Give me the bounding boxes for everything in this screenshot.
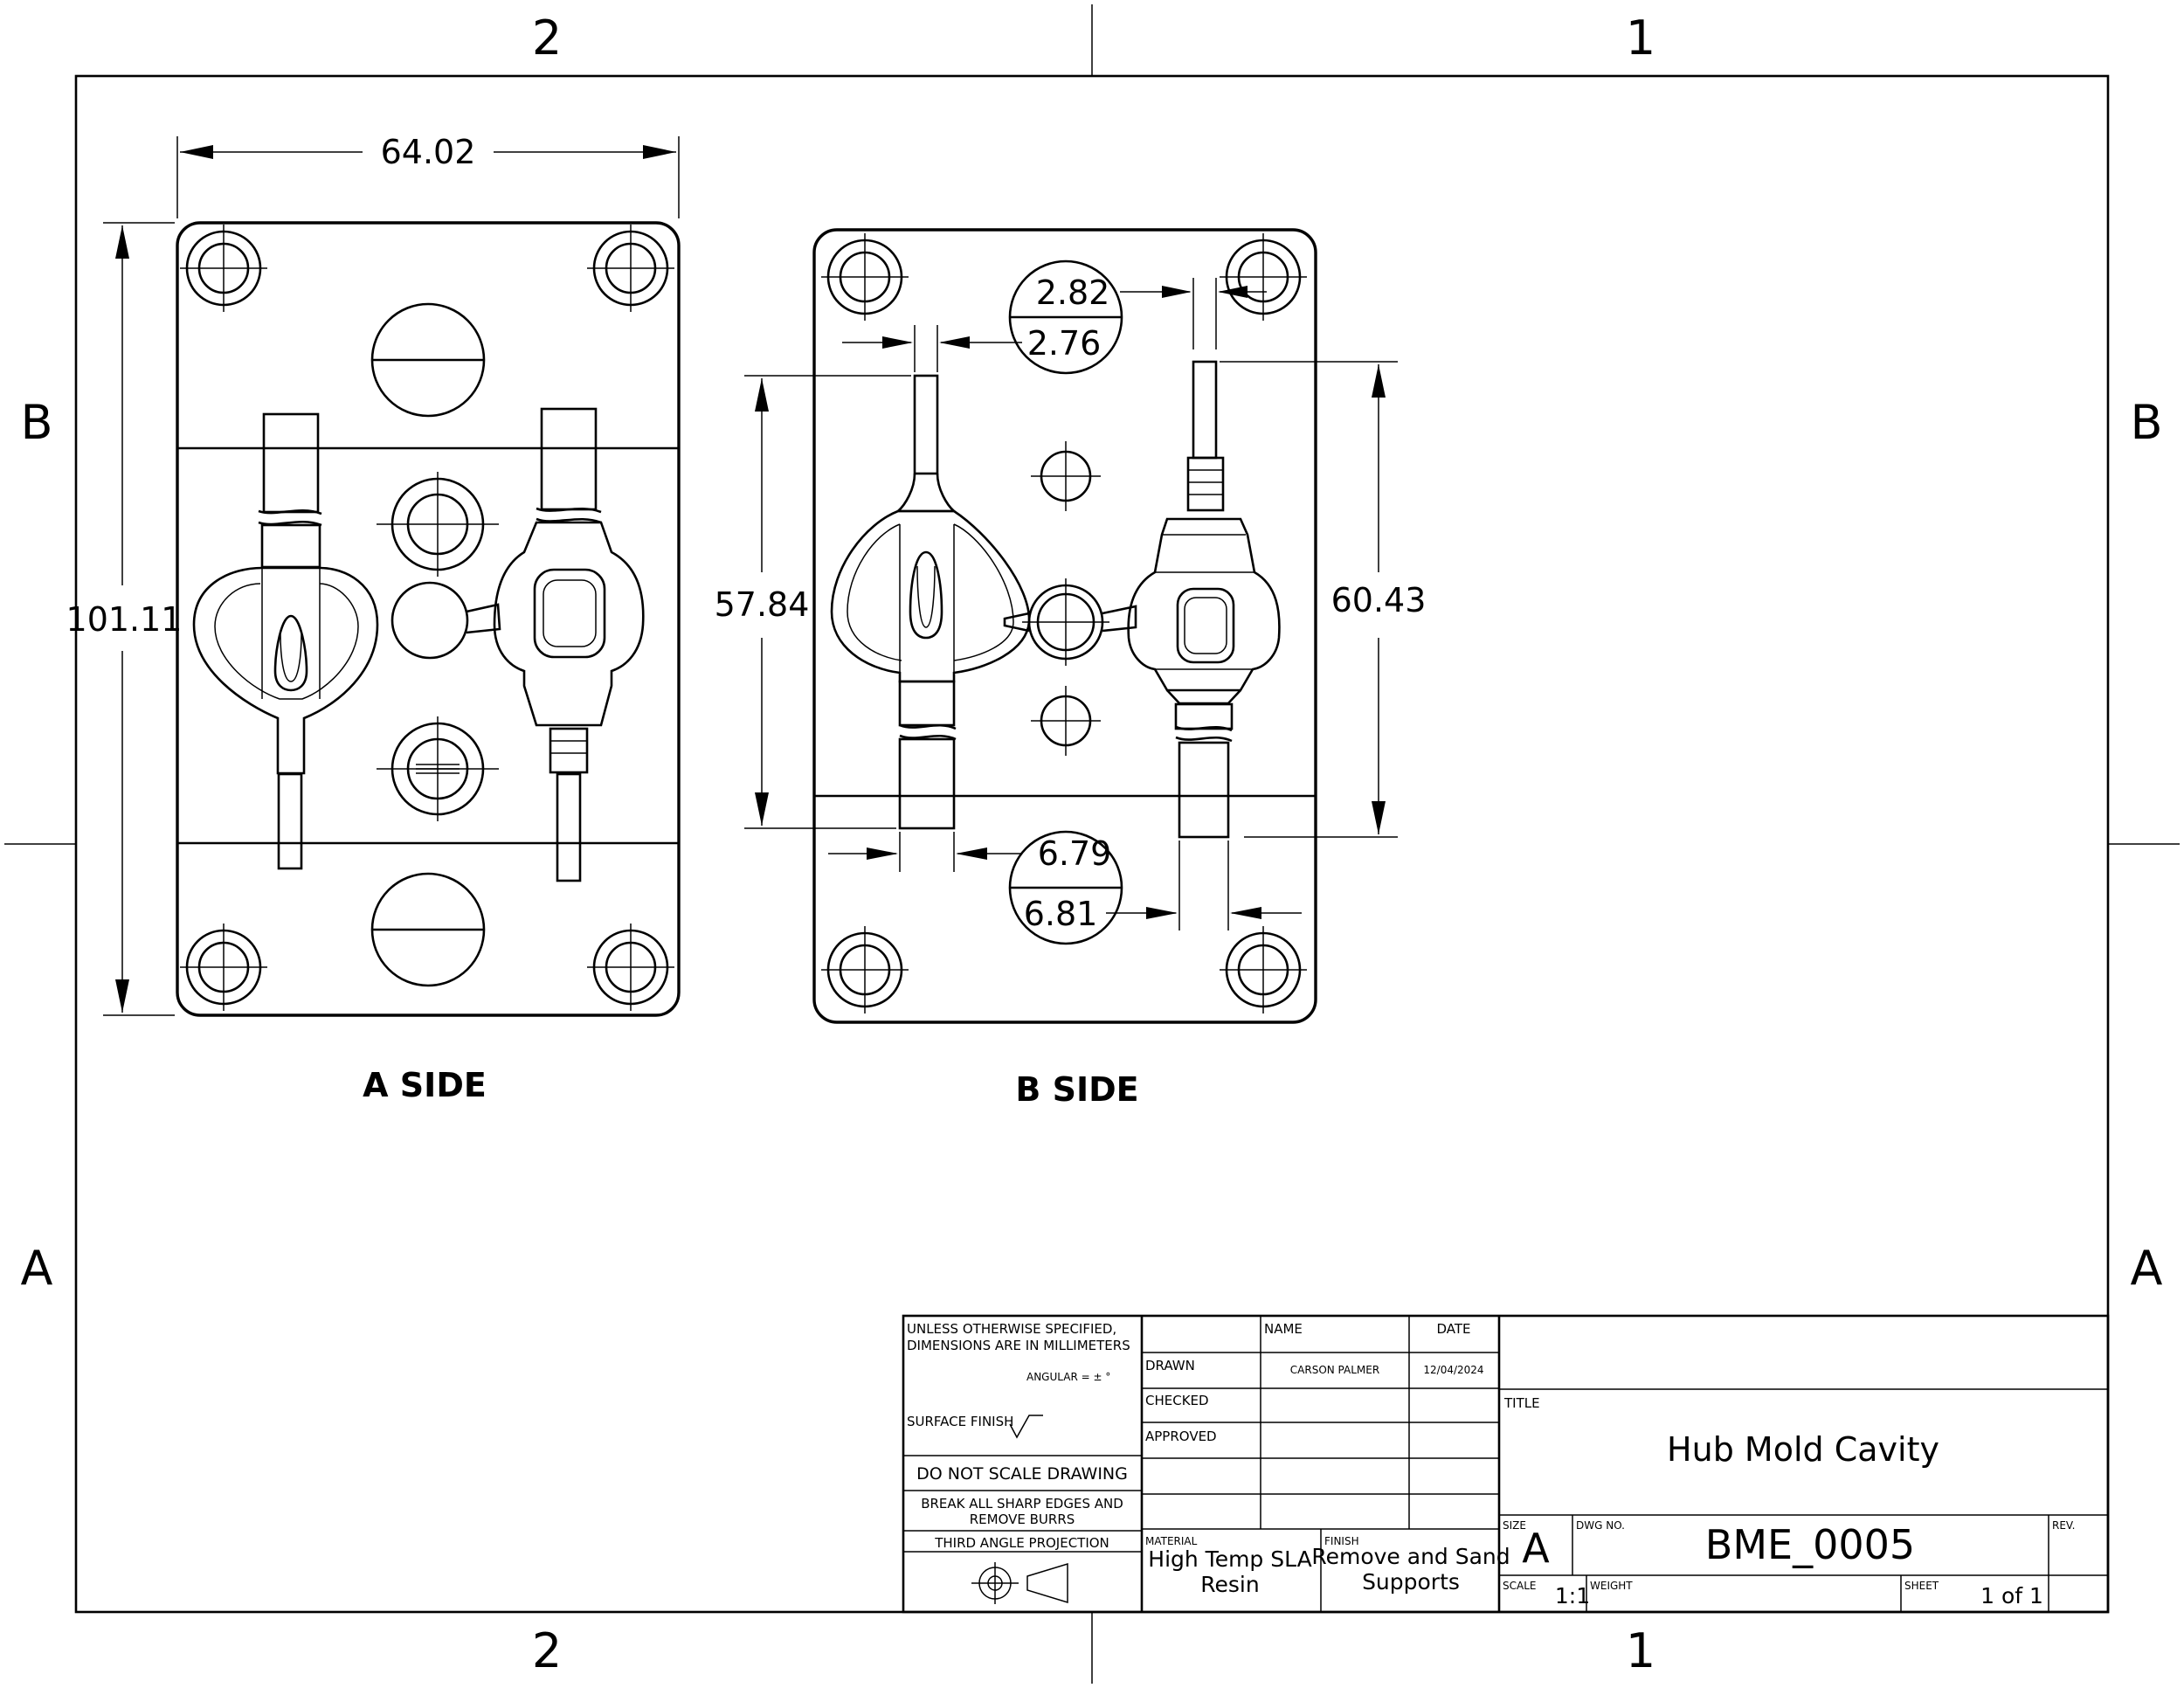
- b-side-label: B SIDE: [1015, 1070, 1138, 1109]
- zone-left-b: B: [20, 395, 52, 450]
- a-side-corner-holes: [180, 225, 674, 1011]
- b-side-left-height-dimension: 57.84: [715, 375, 911, 829]
- material-label: MATERIAL: [1145, 1535, 1198, 1547]
- sheet-number: 1 of 1: [1980, 1583, 2043, 1608]
- b-side-dim-6-79: 6.79: [1038, 834, 1112, 873]
- zone-top-1: 1: [1626, 10, 1655, 66]
- scale-label: SCALE: [1503, 1580, 1536, 1592]
- zone-right-a: A: [2131, 1241, 2163, 1296]
- b-side-dim-6-81: 6.81: [1024, 895, 1098, 933]
- drawing-title: Hub Mold Cavity: [1667, 1430, 1939, 1469]
- title-label: TITLE: [1503, 1395, 1540, 1411]
- name-header: NAME: [1264, 1321, 1303, 1337]
- a-side-right-cavity: [493, 407, 645, 882]
- zone-right-b: B: [2130, 395, 2162, 450]
- a-side-label: A SIDE: [363, 1066, 487, 1104]
- break-edges-line2: REMOVE BURRS: [970, 1512, 1075, 1527]
- tolerance-note-line2: DIMENSIONS ARE IN MILLIMETERS: [907, 1338, 1130, 1353]
- surface-finish-icon: [1009, 1415, 1043, 1439]
- finish-label: FINISH: [1324, 1535, 1359, 1547]
- zone-left-a: A: [21, 1241, 53, 1296]
- a-side-left-cavity: [192, 412, 379, 870]
- checked-label: CHECKED: [1145, 1393, 1209, 1408]
- b-side-dim-57-84: 57.84: [715, 585, 810, 624]
- date-header: DATE: [1436, 1321, 1470, 1337]
- b-side-dim-2-76: 2.76: [1027, 324, 1102, 363]
- zone-bottom-2: 2: [532, 1623, 562, 1678]
- do-not-scale-note: DO NOT SCALE DRAWING: [916, 1464, 1128, 1484]
- surface-finish-label: SURFACE FINISH: [907, 1414, 1013, 1429]
- drawn-label: DRAWN: [1145, 1358, 1195, 1373]
- zone-bottom-1: 1: [1626, 1623, 1655, 1678]
- angular-tolerance: ANGULAR = ± °: [1026, 1371, 1110, 1383]
- tolerance-note-line1: UNLESS OTHERWISE SPECIFIED,: [907, 1321, 1116, 1337]
- b-side-top-dimensions: 2.76 2.82: [842, 273, 1267, 372]
- dwg-no-label: DWG NO.: [1576, 1519, 1625, 1532]
- projection-label: THIRD ANGLE PROJECTION: [934, 1535, 1109, 1551]
- b-side-right-cavity: [1127, 360, 1281, 839]
- approved-label: APPROVED: [1145, 1429, 1217, 1444]
- a-side-width-dimension: 64.02: [176, 133, 680, 218]
- a-side-height-value: 101.11: [66, 600, 183, 639]
- b-side-dim-2-82: 2.82: [1036, 273, 1110, 312]
- weight-label: WEIGHT: [1590, 1580, 1633, 1592]
- b-side-corner-holes: [821, 233, 1307, 1013]
- size-label: SIZE: [1503, 1519, 1526, 1532]
- a-side-height-dimension: 101.11: [66, 222, 183, 1016]
- title-block: UNLESS OTHERWISE SPECIFIED, DIMENSIONS A…: [902, 1314, 2110, 1614]
- a-side-plate: [176, 221, 681, 1017]
- break-edges-line1: BREAK ALL SHARP EDGES AND: [921, 1496, 1123, 1512]
- sheet-size: A: [1522, 1525, 1550, 1572]
- third-angle-projection-icon: [971, 1562, 1068, 1604]
- b-side-view: 2.76 2.82 57.84 60.43: [715, 228, 1427, 1109]
- b-side-dim-60-43: 60.43: [1331, 581, 1427, 619]
- rev-label: REV.: [2052, 1519, 2075, 1532]
- sheet-label: SHEET: [1904, 1580, 1939, 1592]
- scale-value: 1:1: [1555, 1583, 1590, 1608]
- b-side-bottom-dimensions: 6.79 6.81: [828, 832, 1302, 933]
- finish-line2: Supports: [1362, 1569, 1460, 1595]
- drawn-date: 12/04/2024: [1423, 1364, 1483, 1376]
- drawing-number: BME_0005: [1705, 1521, 1915, 1568]
- a-side-width-value: 64.02: [381, 133, 476, 171]
- b-side-plate: [812, 228, 1317, 1024]
- a-side-view: 64.02 101.11 A SIDE: [66, 133, 681, 1104]
- material-line2: Resin: [1200, 1572, 1259, 1597]
- b-side-right-height-dimension: 60.43: [1220, 361, 1427, 838]
- finish-line1: Remove and Sand: [1311, 1544, 1510, 1569]
- material-line1: High Temp SLA: [1148, 1546, 1311, 1572]
- zone-top-2: 2: [532, 10, 562, 66]
- drawn-name: CARSON PALMER: [1290, 1364, 1379, 1376]
- b-side-left-cavity: [830, 374, 1031, 830]
